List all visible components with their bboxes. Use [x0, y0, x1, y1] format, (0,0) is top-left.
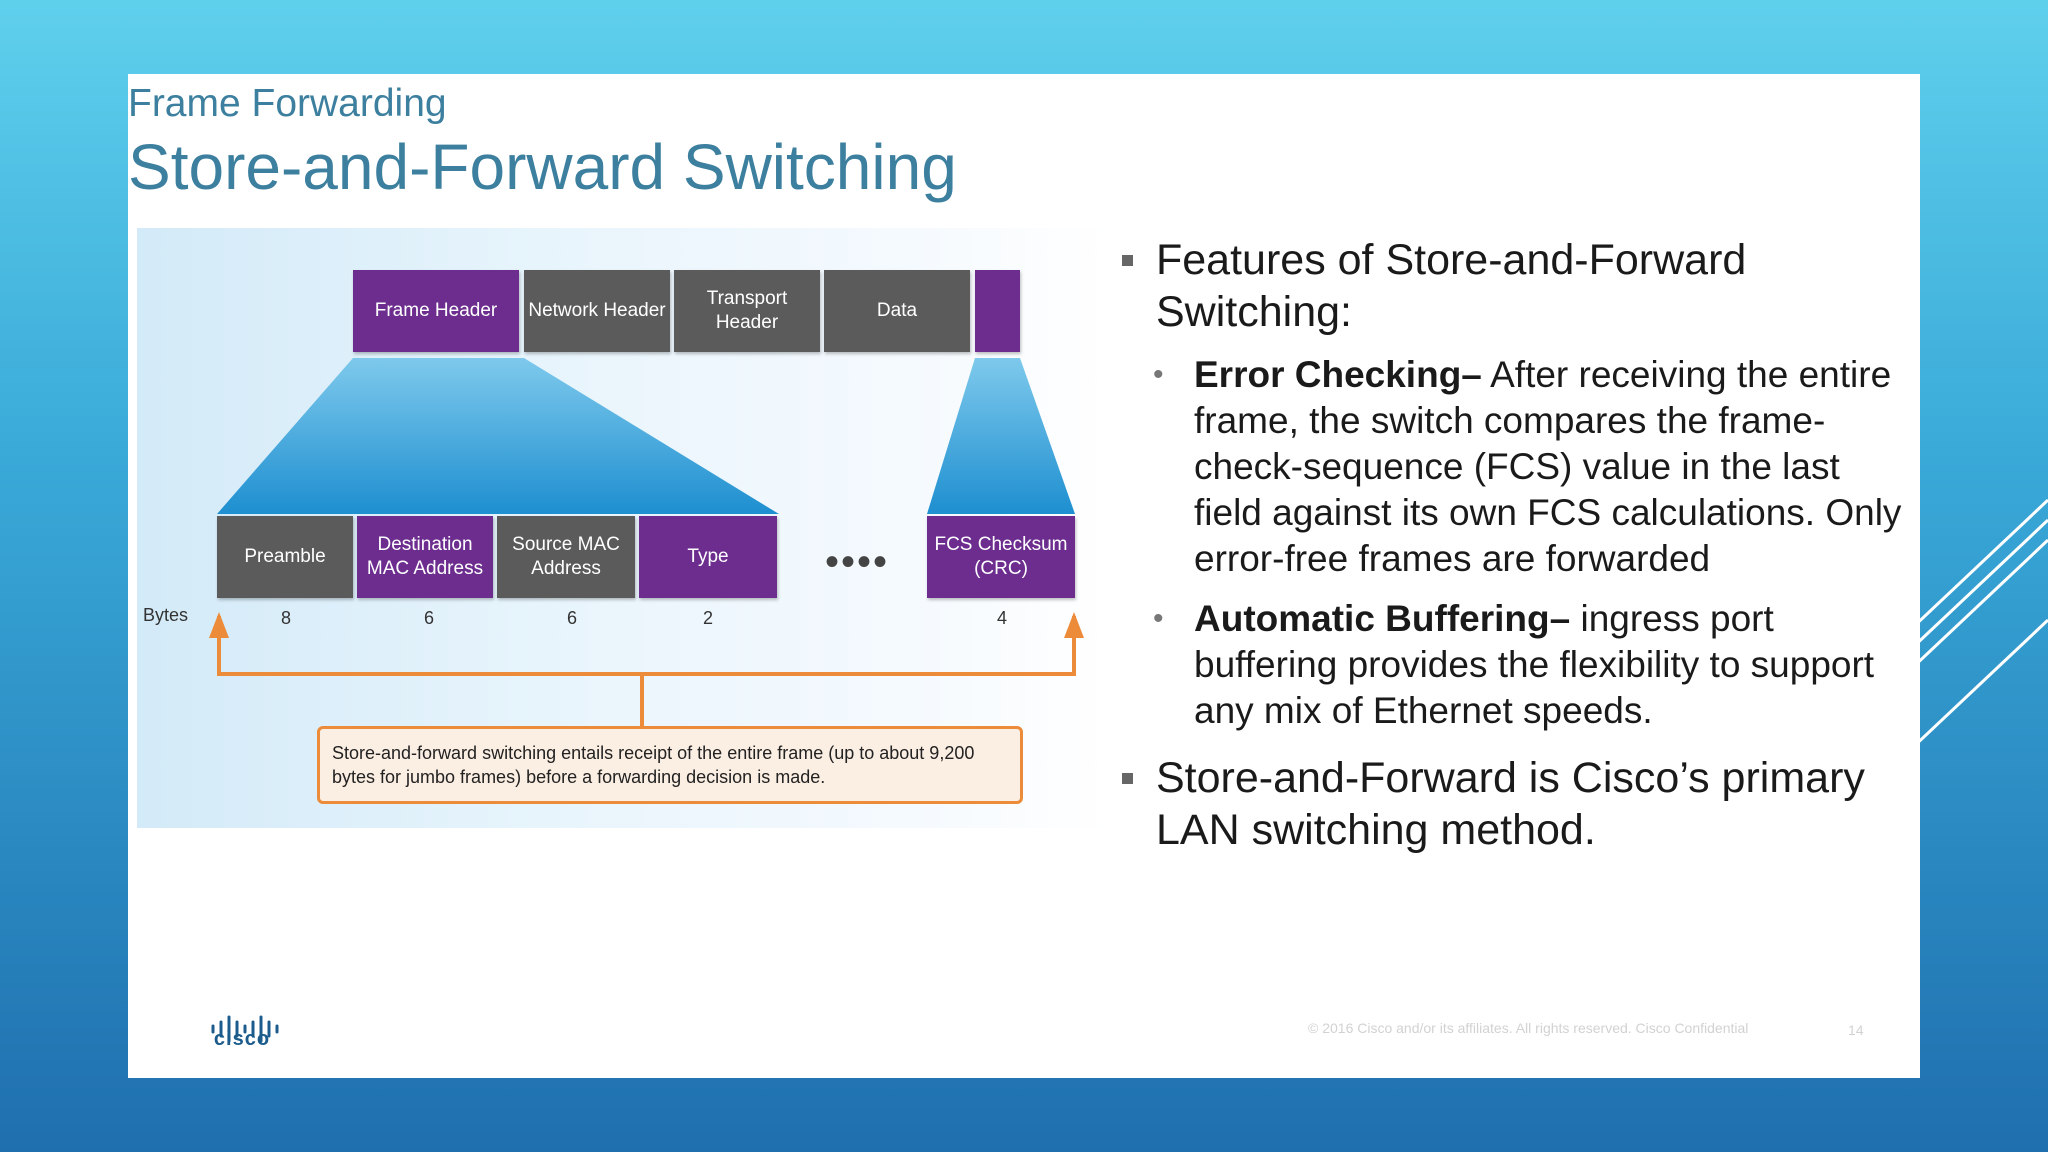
destination-mac-label: Destination MAC Address — [366, 534, 484, 579]
bytes-type: 2 — [702, 608, 713, 628]
preamble-field: Preamble — [217, 516, 353, 598]
slide-title: Store-and-Forward Switching — [128, 131, 957, 203]
callout-box: Store-and-forward switching entails rece… — [317, 726, 1023, 804]
network-header-field: Network Header — [524, 270, 670, 352]
right-arrowhead — [1064, 612, 1084, 638]
features-heading: Features of Store-and-Forward Switching: — [1156, 236, 1747, 336]
page-number: 14 — [1848, 1022, 1864, 1038]
cisco-logo-icon — [211, 1015, 279, 1043]
decorative-lines — [1910, 498, 2048, 752]
source-mac-label: Source MAC Address — [512, 534, 620, 579]
bullet-primary-method: Store-and-Forward is Cisco’s primary LAN… — [1122, 752, 1912, 856]
data-field: Data — [824, 270, 970, 352]
ellipsis: •••• — [825, 540, 890, 584]
header-expansion-fan — [217, 358, 779, 514]
copyright-text: © 2016 Cisco and/or its affiliates. All … — [1308, 1020, 1749, 1036]
trailer-field — [975, 270, 1020, 352]
source-mac-field: Source MAC Address — [497, 516, 635, 598]
sub-bullet-error-checking: • Error Checking– After receiving the en… — [1122, 352, 1912, 582]
span-bracket — [217, 616, 1076, 676]
error-checking-text: After receiving the entire frame, the sw… — [1194, 354, 1902, 579]
bullet-list: Features of Store-and-Forward Switching:… — [1122, 234, 1912, 856]
round-bullet-icon: • — [1153, 602, 1164, 635]
bytes-source-mac: 6 — [566, 608, 577, 628]
frame-diagram: Frame Header Network Header Transport He… — [137, 228, 1111, 828]
fcs-checksum-label: FCS Checksum (CRC) — [934, 534, 1068, 579]
automatic-buffering-text: ingress port buffering provides the flex… — [1194, 598, 1875, 731]
bytes-destination-mac: 6 — [423, 608, 434, 628]
sub-bullet-automatic-buffering: • Automatic Buffering– ingress port buff… — [1122, 596, 1912, 734]
destination-mac-field: Destination MAC Address — [357, 516, 493, 598]
type-label: Type — [687, 546, 729, 567]
bytes-label: Bytes — [143, 605, 189, 625]
primary-method-text: Store-and-Forward is Cisco’s primary LAN… — [1156, 754, 1865, 854]
square-bullet-icon — [1122, 255, 1133, 266]
frame-header-field: Frame Header — [353, 270, 519, 352]
data-label: Data — [876, 300, 918, 321]
network-header-label: Network Header — [528, 300, 666, 321]
fcs-checksum-field: FCS Checksum (CRC) — [927, 516, 1075, 598]
slide-subtitle: Frame Forwarding — [128, 82, 447, 125]
transport-header-label: Transport Header — [706, 288, 788, 333]
type-field: Type — [639, 516, 777, 598]
left-arrowhead — [209, 612, 229, 638]
error-checking-term: Error Checking– — [1194, 354, 1482, 395]
bytes-preamble: 8 — [280, 608, 291, 628]
bytes-fcs: 4 — [996, 608, 1007, 628]
transport-header-field: Transport Header — [674, 270, 820, 352]
square-bullet-icon — [1122, 773, 1133, 784]
round-bullet-icon: • — [1153, 358, 1164, 391]
fcs-expansion-fan — [927, 358, 1075, 514]
diagram-graphics — [209, 358, 1084, 726]
bullet-features: Features of Store-and-Forward Switching: — [1122, 234, 1912, 338]
slide: Frame Forwarding Store-and-Forward Switc… — [128, 74, 1920, 1078]
cisco-logo-text: cisco — [213, 1028, 271, 1050]
preamble-label: Preamble — [244, 546, 326, 567]
automatic-buffering-term: Automatic Buffering– — [1194, 598, 1571, 639]
frame-header-label: Frame Header — [374, 300, 498, 321]
